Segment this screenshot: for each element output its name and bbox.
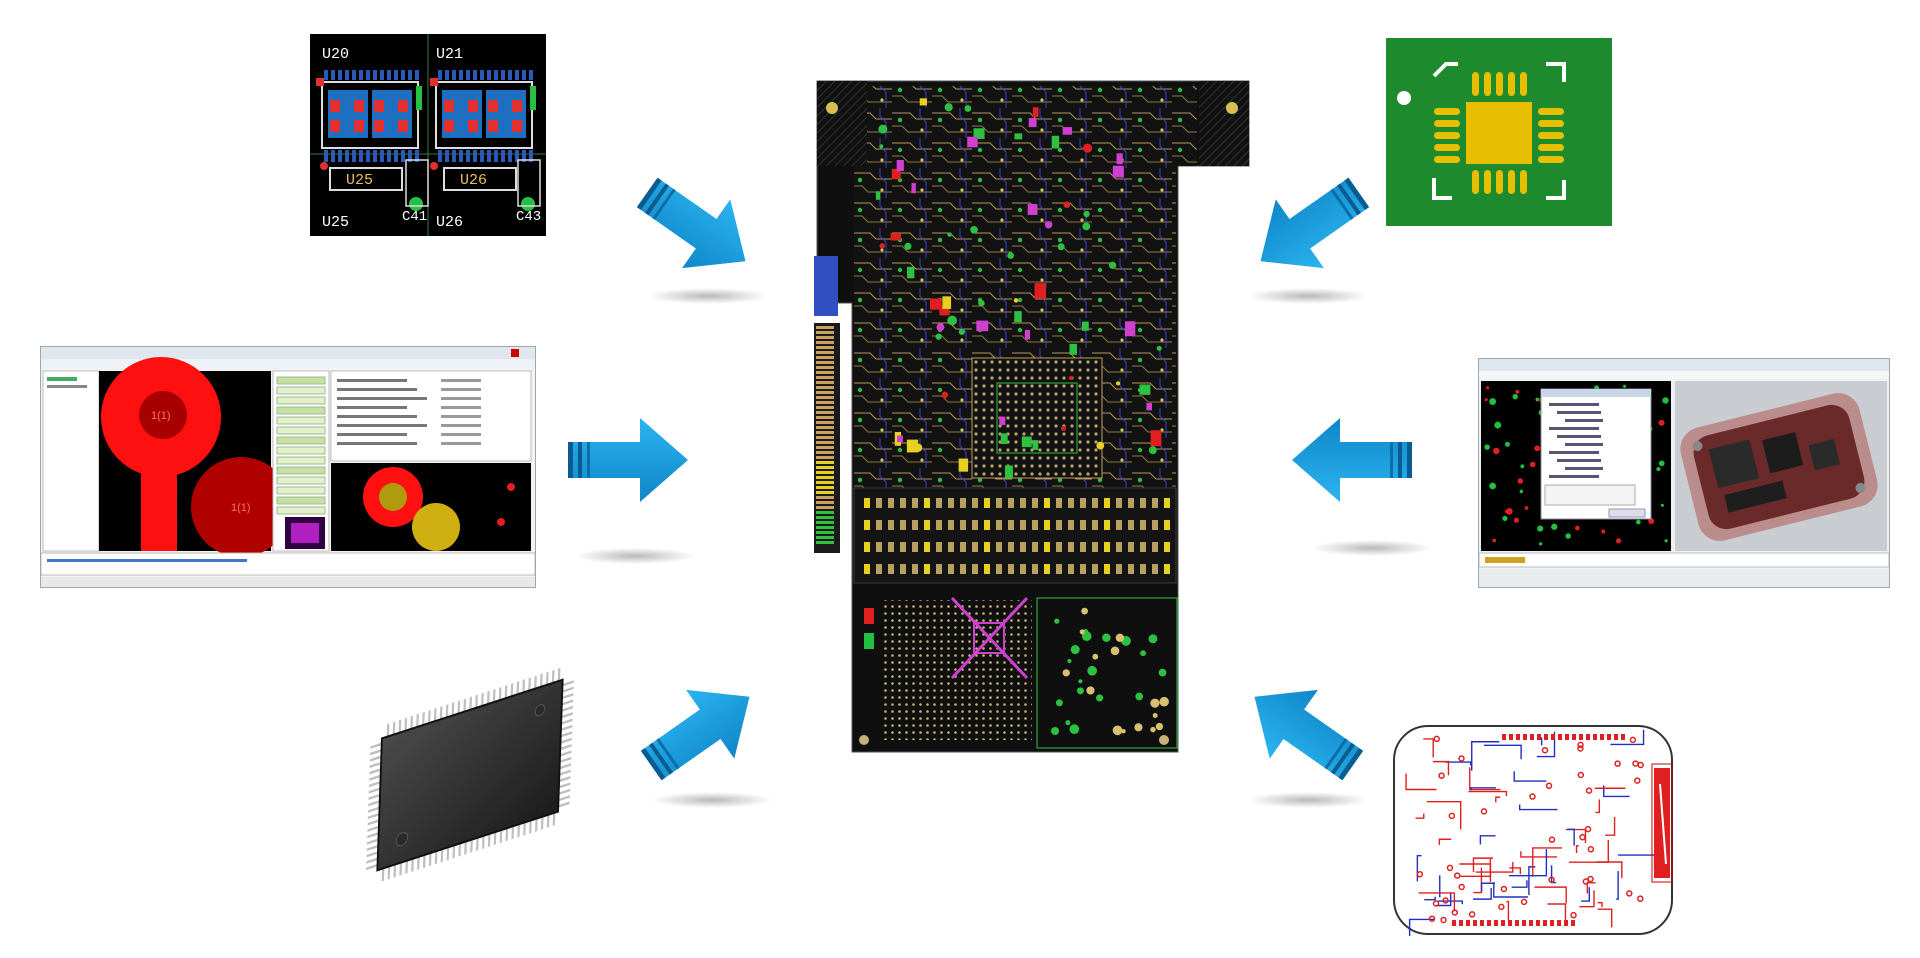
label-u25: U25 [322, 214, 349, 231]
qfn-footprint-graphic [1386, 38, 1612, 226]
label-u20: U20 [322, 46, 349, 63]
label-u26: U26 [436, 214, 463, 231]
arrow-right-down-icon [623, 158, 770, 296]
pad-label-b: 1(1) [231, 502, 251, 514]
arrow-shadow [1248, 288, 1368, 304]
arrow-right-icon [568, 418, 688, 502]
component-layout-view: U20 U21 U25 U26 U25 C41 U26 C43 [310, 34, 546, 236]
arrow-left-up-icon [1230, 662, 1377, 800]
3d-viewer-graphic [1479, 359, 1889, 587]
label-u26-body: U26 [460, 172, 487, 189]
arrow-shadow [1312, 540, 1432, 556]
arrow-shadow [575, 548, 695, 564]
arrow-right-up-icon [627, 662, 774, 800]
qfn-footprint-image [1386, 38, 1612, 226]
pad-label-a: 1(1) [151, 410, 171, 422]
qfp-chip-image [320, 660, 620, 890]
arrow-shadow [652, 792, 772, 808]
arrow-shadow [1248, 792, 1368, 808]
component-layout-graphic: U20 U21 U25 U26 U25 C41 U26 C43 [310, 34, 546, 236]
label-c43: C43 [516, 209, 541, 225]
routed-pcb-graphic [1393, 725, 1673, 936]
label-u25-body: U25 [346, 172, 373, 189]
arrow-left-icon [1292, 418, 1412, 502]
label-u21: U21 [436, 46, 463, 63]
arrow-shadow [648, 288, 768, 304]
qfp-chip-graphic [366, 667, 574, 882]
pcb-board-graphic [814, 80, 1250, 753]
3d-viewer-window [1478, 358, 1890, 588]
center-pcb-board [812, 78, 1254, 758]
arrow-left-down-icon [1236, 158, 1383, 296]
footprint-editor-window: 1(1) 1(1) [40, 346, 536, 588]
label-c41: C41 [402, 209, 427, 225]
routed-pcb-image [1392, 724, 1674, 936]
footprint-editor-graphic: 1(1) 1(1) [41, 347, 535, 587]
